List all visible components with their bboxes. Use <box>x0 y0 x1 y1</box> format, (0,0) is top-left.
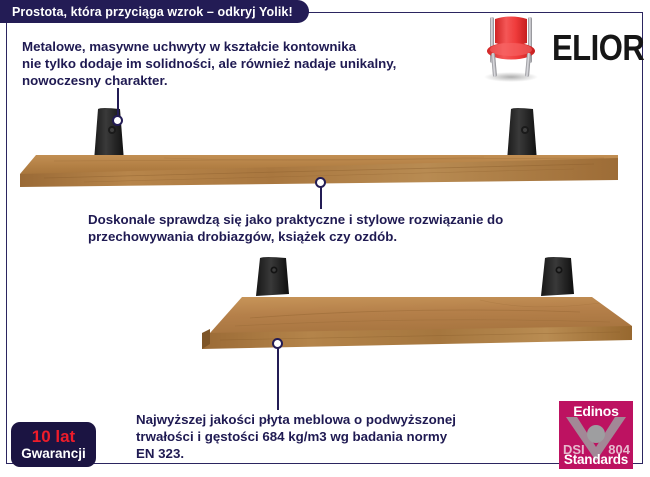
feature-text-brackets: Metalowe, masywne uchwyty w kształcie ko… <box>22 39 397 88</box>
red-chair-icon <box>478 13 544 83</box>
callout-line <box>277 348 279 410</box>
brand-logo: ELIOR <box>478 12 645 84</box>
brand-name: ELIOR <box>552 26 645 69</box>
certificate-brand: Edinos <box>573 403 619 419</box>
product-image-shelf-bottom <box>180 256 640 356</box>
callout-line <box>320 187 322 209</box>
callout-line <box>117 88 119 121</box>
checkmark-icon <box>559 401 633 469</box>
warranty-years: 10 lat <box>31 427 76 446</box>
warranty-badge: 10 lat Gwarancji <box>11 422 96 467</box>
shelf-bracket-right <box>507 108 537 161</box>
certificate-standards-label: Standards <box>563 452 629 467</box>
shelf-bracket-right <box>541 257 574 296</box>
product-image-shelf-top <box>14 106 619 188</box>
certificate-code-prefix: DSI <box>563 442 585 457</box>
certificate-badge: Edinos DSI 804 Standards <box>559 401 633 469</box>
header-ribbon: Prostota, która przyciąga wzrok – odkryj… <box>0 0 309 23</box>
certificate-code-number: 804 <box>608 442 630 457</box>
feature-text-usage: Doskonale sprawdzą się jako praktyczne i… <box>88 212 504 244</box>
page-title: Prostota, która przyciąga wzrok – odkryj… <box>12 4 293 19</box>
warranty-word: Gwarancji <box>21 446 86 461</box>
callout-dot <box>112 115 123 126</box>
feature-text-material: Najwyższej jakości płyta meblowa o podwy… <box>136 412 456 461</box>
shelf-bracket-left <box>256 257 289 296</box>
